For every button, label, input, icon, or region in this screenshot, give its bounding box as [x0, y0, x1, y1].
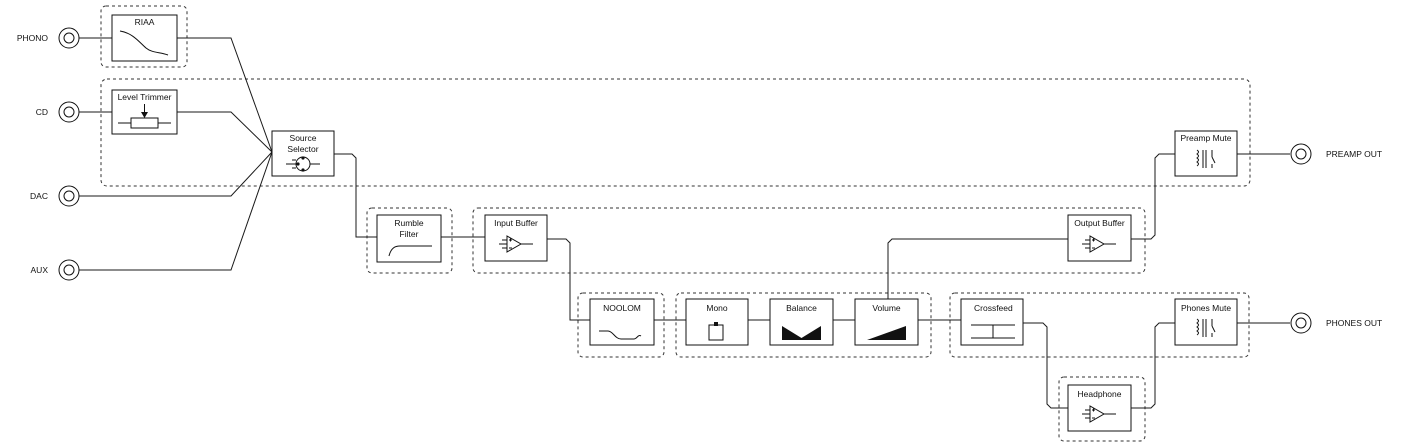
- selector-switch-icon: [286, 156, 320, 172]
- balance-block: Balance: [769, 298, 834, 346]
- phono-input-label: PHONO: [17, 33, 49, 43]
- crossfeed-phones-group: [949, 292, 1250, 358]
- level-trimmer-block: Level Trimmer: [111, 89, 178, 135]
- cd-jack-icon: [58, 101, 80, 123]
- balance-label: Balance: [786, 303, 817, 313]
- phones-mute-label: Phones Mute: [1181, 303, 1231, 313]
- signal-wires: [79, 37, 1290, 409]
- riaa-label: RIAA: [135, 17, 155, 27]
- rumble-filter-block: Rumble Filter: [376, 214, 442, 263]
- riaa-group: [100, 5, 188, 68]
- potentiometer-icon: [118, 104, 171, 129]
- noolom-curve-icon: [599, 330, 642, 340]
- dac-jack-icon: [58, 185, 80, 207]
- preamp-out-label: PREAMP OUT: [1326, 149, 1382, 159]
- source-selector-block: Source Selector: [271, 130, 335, 177]
- source-selector-label-line2: Selector: [287, 144, 318, 154]
- crossfeed-label: Crossfeed: [974, 303, 1013, 313]
- output-buffer-block: Output Buffer: [1067, 214, 1132, 262]
- volume-ramp-icon: [867, 326, 906, 340]
- mono-label: Mono: [706, 303, 728, 313]
- relay-icon: [1196, 149, 1216, 168]
- rumble-filter-label-line2: Filter: [400, 229, 419, 239]
- level-trimmer-label: Level Trimmer: [118, 92, 172, 102]
- aux-jack-icon: [58, 259, 80, 281]
- headphone-group: [1058, 376, 1146, 442]
- noolom-group: [577, 292, 665, 358]
- crossfeed-block: Crossfeed: [960, 298, 1024, 346]
- opamp-icon: [1082, 405, 1116, 423]
- preamp-out-jack-icon: [1290, 143, 1312, 165]
- noolom-block: NOOLOM: [589, 298, 655, 346]
- phono-jack-icon: [58, 27, 80, 49]
- preamp-mute-block: Preamp Mute: [1174, 130, 1238, 177]
- opamp-icon: [499, 235, 533, 253]
- opamp-icon: [1082, 235, 1116, 253]
- aux-input-label: AUX: [31, 265, 49, 275]
- noolom-label: NOOLOM: [603, 303, 641, 313]
- phones-mute-block: Phones Mute: [1174, 298, 1238, 346]
- input-buffer-block: Input Buffer: [484, 214, 548, 262]
- preamp-mute-label: Preamp Mute: [1180, 133, 1231, 143]
- headphone-label: Headphone: [1078, 389, 1122, 399]
- dac-input-label: DAC: [30, 191, 48, 201]
- rumble-filter-group: [366, 207, 453, 274]
- volume-block: Volume: [854, 298, 919, 346]
- cd-input-label: CD: [36, 107, 48, 117]
- buffer-group: [472, 207, 1146, 274]
- balance-ramp-icon: [782, 326, 821, 340]
- riaa-block: RIAA: [111, 14, 178, 62]
- toggle-switch-icon: [708, 322, 724, 341]
- phones-out-label: PHONES OUT: [1326, 318, 1382, 328]
- mono-block: Mono: [685, 298, 749, 346]
- riaa-curve-icon: [119, 30, 169, 56]
- source-selector-label-line1: Source: [290, 133, 317, 143]
- output-buffer-label: Output Buffer: [1074, 218, 1125, 228]
- highpass-curve-icon: [388, 245, 432, 257]
- mono-balance-volume-group: [675, 292, 932, 358]
- headphone-block: Headphone: [1067, 384, 1132, 432]
- volume-label: Volume: [872, 303, 901, 313]
- rumble-filter-label-line1: Rumble: [394, 218, 424, 228]
- input-buffer-label: Input Buffer: [494, 218, 538, 228]
- crossfeed-icon: [971, 324, 1015, 339]
- phones-out-jack-icon: [1290, 312, 1312, 334]
- line-level-group: [100, 78, 1251, 187]
- relay-icon: [1196, 318, 1216, 337]
